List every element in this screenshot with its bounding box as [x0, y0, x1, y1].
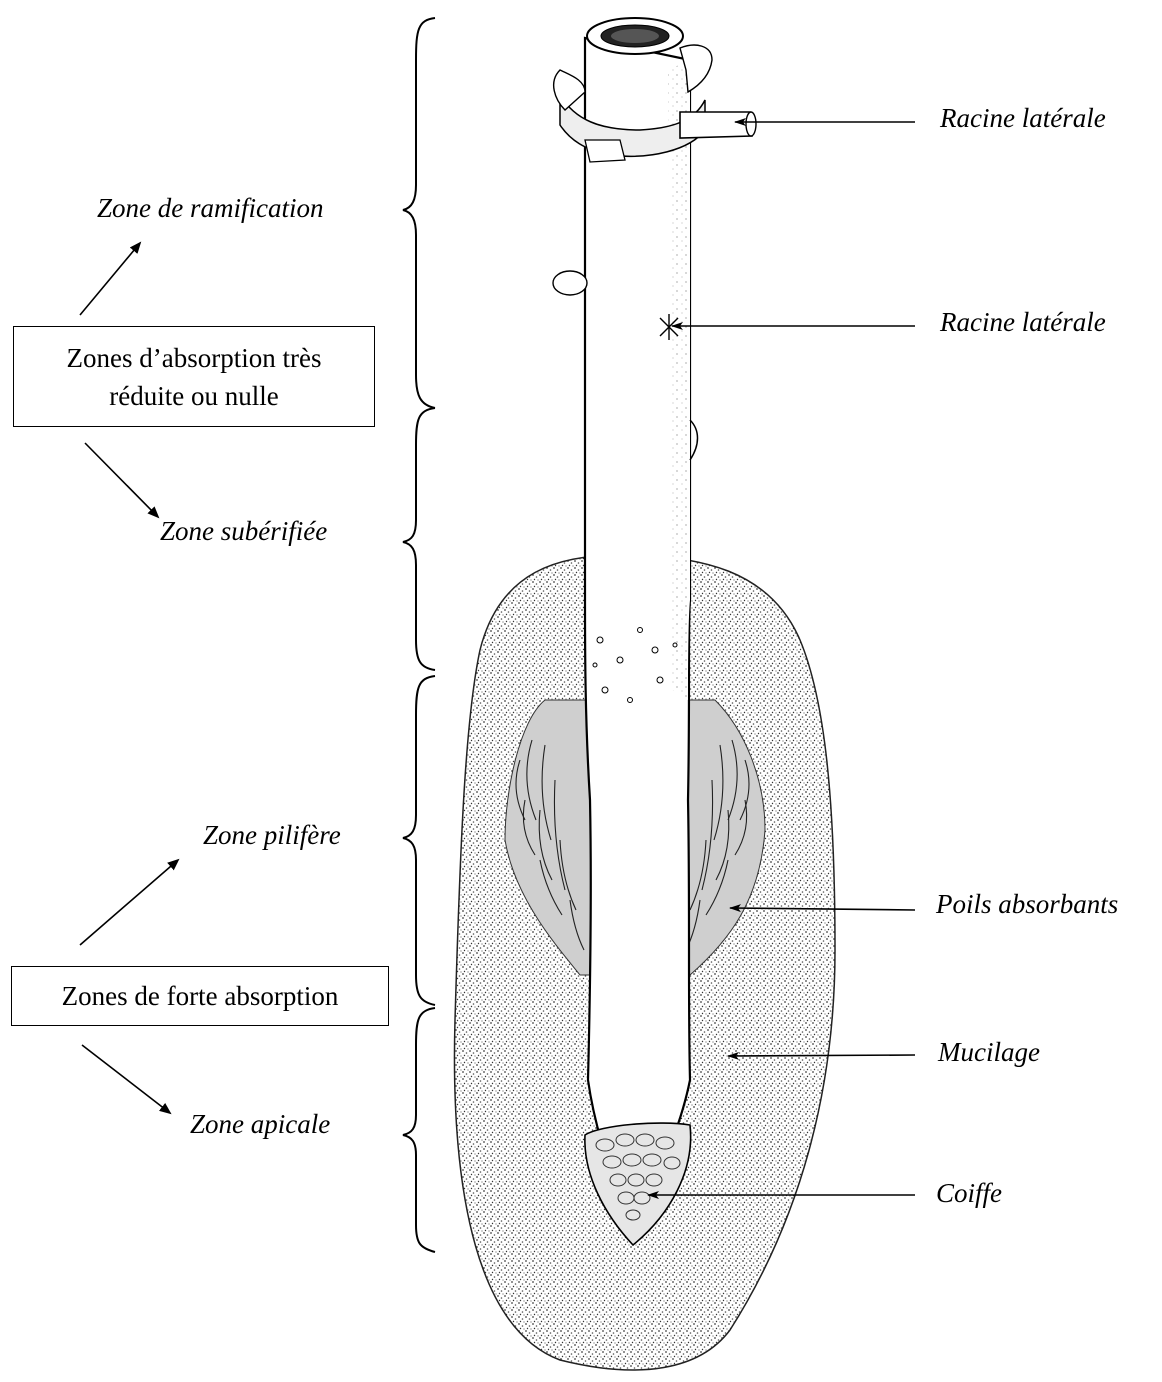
label-root-cap: Coiffe — [936, 1177, 1002, 1209]
label-lateral-root-middle: Racine latérale — [940, 306, 1106, 338]
label-zone-pilifere: Zone pilifère — [203, 819, 341, 851]
lateral-root-stub-right — [680, 112, 752, 138]
box-reduced-absorption: Zones d’absorption très réduite ou nulle — [13, 326, 375, 427]
label-mucilage: Mucilage — [938, 1036, 1040, 1068]
lateral-root-stub-left — [554, 70, 585, 110]
box-strong-absorption: Zones de forte absorption — [11, 966, 389, 1026]
zone-braces — [403, 18, 435, 1252]
box-reduced-absorption-line2: réduite ou nulle — [14, 377, 374, 415]
arrow-to-suberifiee — [85, 443, 158, 517]
box-strong-absorption-text: Zones de forte absorption — [12, 977, 388, 1015]
lateral-root-bud — [553, 271, 587, 295]
brace-ramification — [403, 18, 435, 408]
pointer-mucilage — [728, 1055, 915, 1056]
brace-apicale — [403, 1008, 435, 1252]
label-zone-ramification: Zone de ramification — [97, 192, 323, 224]
arrow-to-pilifere — [80, 860, 178, 945]
vascular-core-inner — [611, 29, 659, 43]
label-lateral-root-top: Racine latérale — [940, 102, 1106, 134]
label-zone-apicale: Zone apicale — [190, 1108, 330, 1140]
arrow-to-ramification — [80, 243, 140, 315]
lateral-root-stub-end — [746, 112, 756, 136]
label-absorbent-hairs: Poils absorbants — [936, 888, 1118, 920]
arrow-to-apicale — [82, 1045, 170, 1113]
box-reduced-absorption-line1: Zones d’absorption très — [14, 339, 374, 377]
label-zone-suberifiee: Zone subérifiée — [160, 515, 327, 547]
root-bulge — [690, 420, 698, 460]
brace-suberifiee — [403, 408, 435, 670]
brace-pilifere — [403, 676, 435, 1005]
lateral-root-stub-lower-left — [585, 140, 625, 162]
